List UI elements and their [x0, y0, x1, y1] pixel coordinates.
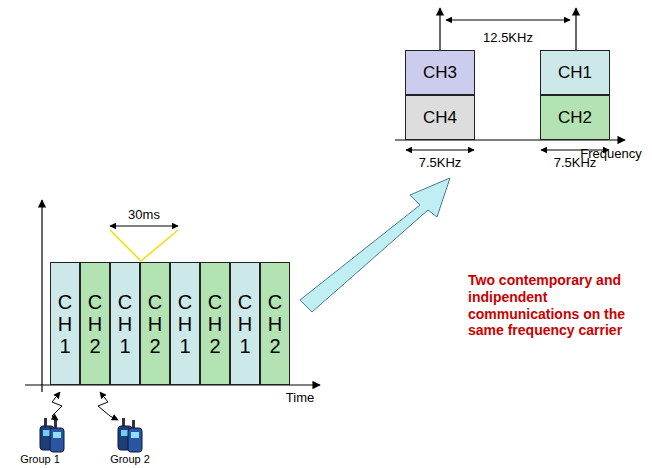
radio-link	[98, 392, 118, 420]
channel-label: CH3	[423, 63, 457, 83]
channel-label: CH1	[175, 291, 195, 357]
radio-link	[52, 392, 62, 420]
channel-label: CH1	[558, 63, 592, 83]
width-label: 7.5KHz	[400, 155, 480, 170]
channel-block: CH2	[540, 95, 610, 140]
axis-label: Frequency	[575, 146, 647, 161]
channel-block: CH1	[540, 50, 610, 95]
period-label: 30ms	[110, 207, 178, 222]
period-arrow	[110, 226, 178, 227]
time-slot: CH1	[110, 262, 140, 385]
time-slot: CH2	[80, 262, 110, 385]
group-label: Group 2	[100, 453, 160, 465]
channel-label: CH2	[145, 291, 165, 357]
period-bracket	[141, 230, 178, 261]
time-slot: CH1	[170, 262, 200, 385]
channel-label: CH2	[205, 291, 225, 357]
spacing-arrow	[446, 20, 570, 21]
time-slot: CH2	[260, 262, 290, 385]
time-vertical-axis	[41, 200, 42, 392]
channel-block: CH4	[405, 95, 475, 140]
channel-label: CH4	[423, 108, 457, 128]
spacing-label: 12.5KHz	[468, 30, 548, 45]
channel-label: CH2	[558, 108, 592, 128]
time-slot: CH1	[50, 262, 80, 385]
channel-label: CH1	[115, 291, 135, 357]
time-slot: CH2	[140, 262, 170, 385]
time-slot: CH1	[230, 262, 260, 385]
channel-label: CH1	[235, 291, 255, 357]
channel-label: CH2	[265, 291, 285, 357]
radio-icon	[40, 418, 64, 452]
channel-block: CH3	[405, 50, 475, 95]
radio-icon	[118, 418, 142, 452]
group-label: Group 1	[10, 453, 70, 465]
period-bracket	[110, 230, 141, 261]
mapping-arrow	[300, 178, 450, 312]
carrier-arrow	[439, 8, 440, 50]
width-arrow	[406, 150, 474, 151]
channel-label: CH2	[85, 291, 105, 357]
note: Two contemporary and indipendent communi…	[468, 272, 640, 339]
carrier-arrow	[575, 8, 576, 50]
time-slot: CH2	[200, 262, 230, 385]
channel-label: CH1	[55, 291, 75, 357]
axis-label: Time	[270, 390, 330, 405]
